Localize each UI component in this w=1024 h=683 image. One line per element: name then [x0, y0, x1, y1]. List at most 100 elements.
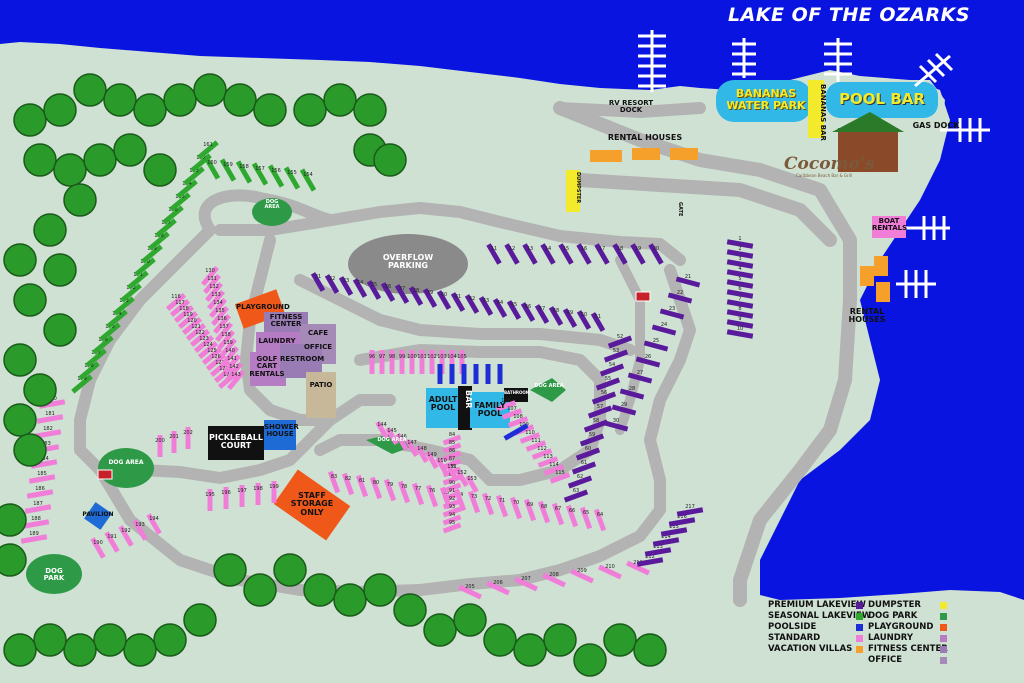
campsite-pad [525, 440, 547, 452]
site-number: 31 [315, 274, 321, 280]
campsite: 45 [506, 300, 522, 320]
dog-area-pool [530, 378, 566, 402]
tree [63, 183, 97, 217]
site-number: 136 [217, 316, 227, 322]
campsite-pad [571, 461, 597, 475]
site-number: 78 [401, 484, 407, 490]
site-number: 100 [407, 354, 417, 360]
site-number: 12 [509, 246, 515, 252]
site-number: 199 [269, 484, 279, 490]
campsite-pad [104, 531, 120, 553]
site-number: 124 [203, 342, 213, 348]
campsite: 190 [90, 537, 106, 559]
campsite-pad [30, 459, 58, 469]
site-number: 79 [387, 482, 393, 488]
campsite-pad [299, 168, 317, 192]
site-number: 135 [215, 308, 225, 314]
pickleball-area [208, 426, 264, 460]
campsite: 70 [509, 496, 523, 520]
dog-park-label: DOG PARK [43, 567, 65, 583]
tree [93, 623, 127, 657]
campsite: 54 [599, 362, 625, 377]
site-number: 119 [183, 312, 193, 318]
site-number: 139 [223, 340, 233, 346]
tree [373, 143, 407, 177]
campsite-pad [486, 243, 502, 265]
campsite: 76 [425, 484, 439, 508]
campsite-pad [675, 276, 701, 288]
site-number: 62 [577, 474, 583, 480]
campsite-pad [20, 534, 48, 544]
campsite-pad [611, 404, 637, 416]
campsite: 118 [173, 305, 195, 323]
campsite: 210 [598, 564, 622, 580]
tree [133, 93, 167, 127]
campsite-pad [726, 239, 754, 249]
campsite-pad [514, 576, 538, 592]
campsite: 107 [501, 406, 523, 420]
campsite: 217 [676, 504, 704, 517]
campsite-pad [380, 282, 396, 302]
lake-title: LAKE OF THE OZARKS [728, 4, 971, 26]
campsite: 67 [551, 502, 565, 526]
campsite-pad [28, 474, 56, 484]
shower-house-area [264, 420, 296, 450]
campsite: 186 [26, 486, 54, 499]
campsite: 64 [593, 508, 607, 532]
cafe-label: CAFE [307, 329, 329, 337]
site-number: 48 [553, 308, 559, 314]
site-number: 17 [599, 246, 605, 252]
campsite: 122 [189, 329, 211, 347]
site-number: 183 [41, 441, 51, 447]
site-number: 92 [449, 496, 455, 502]
campsite-pad [148, 231, 170, 251]
site-number: 82 [345, 476, 351, 482]
site-number: 40 [441, 292, 447, 298]
campsite-pad [478, 296, 494, 316]
campsite-pad [726, 309, 754, 319]
campsite: 150 [435, 456, 449, 476]
campsite: 140 [221, 345, 239, 367]
campsite: 51 [590, 312, 606, 332]
site-number: 115 [555, 470, 565, 476]
campsite: 160 [203, 156, 221, 180]
gas-dock-label: GAS DOCK [912, 121, 960, 130]
campsite: 82 [341, 472, 355, 496]
campsite-pad [173, 305, 195, 323]
campsite: 147 [405, 438, 419, 458]
site-number: 55 [605, 376, 611, 382]
campsite-pad [134, 257, 156, 277]
rv-resort-dock-label: RV RESORT DOCK [608, 99, 654, 115]
site-number: 5 [738, 276, 741, 282]
site-number: 206 [493, 580, 503, 586]
site-number: 156 [271, 168, 281, 174]
campsite: 23 [659, 306, 685, 320]
campsite: 63 [563, 488, 589, 503]
site-number: 1 [738, 236, 741, 242]
site-number: 18 [617, 246, 623, 252]
campsite-pad [176, 179, 198, 199]
laundry-label: LAUNDRY [258, 337, 296, 345]
site-number: 114 [549, 462, 559, 468]
campsite-pad [141, 244, 163, 264]
campsite: 134 [209, 297, 227, 319]
tree [573, 643, 607, 677]
tree [253, 93, 287, 127]
campsite: 139 [219, 337, 237, 359]
campsite: 112 [531, 446, 553, 460]
campsite-pad [255, 483, 261, 505]
campsite: 196 [221, 487, 231, 509]
campsite: 161 [197, 140, 219, 160]
campsite-pad [540, 243, 556, 265]
campsite: 208 [542, 572, 566, 588]
tree [23, 143, 57, 177]
site-number: 90 [449, 480, 455, 486]
tree [3, 633, 37, 667]
patio-label: PATIO [309, 381, 333, 389]
campsite: 9 [726, 316, 754, 329]
campsite-pad [408, 286, 424, 306]
tree [513, 633, 547, 667]
campsite: 143 [227, 369, 245, 391]
campsite-pad [385, 426, 399, 446]
campsite: 153 [465, 474, 479, 494]
